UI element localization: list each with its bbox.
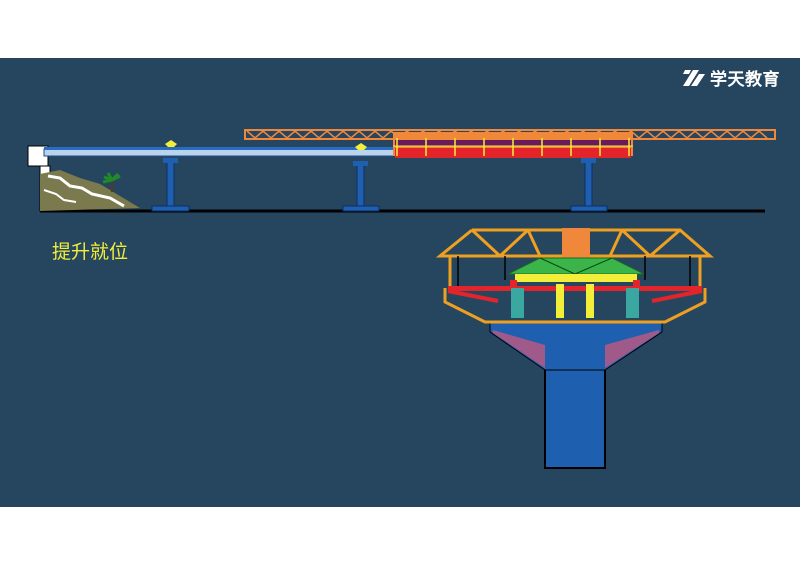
step-caption: 提升就位 [52, 241, 129, 263]
hanger-rods [457, 256, 691, 290]
box-girder-segment [507, 257, 645, 282]
bearing-1 [165, 140, 177, 147]
brand-name: 学天教育 [710, 69, 780, 90]
bridge-construction-scene [27, 129, 776, 469]
bearing-2 [355, 143, 367, 150]
pier-3 [570, 158, 608, 212]
cross-section-truss [435, 228, 715, 324]
elevation-view [27, 129, 776, 213]
launching-truss [244, 129, 776, 158]
brand-logo-mark-icon [683, 70, 705, 86]
abutment [27, 145, 140, 212]
cross-section-view [435, 228, 715, 469]
pier-2 [342, 161, 380, 212]
truss-center-block [562, 228, 590, 258]
pier-1 [151, 158, 190, 212]
girder-top-flange [44, 147, 394, 150]
support-legs [510, 280, 640, 318]
tree-icon [102, 172, 121, 192]
erected-girder [43, 148, 395, 157]
red-cross-beam [448, 286, 702, 291]
brand-logo: 学天教育 [683, 66, 780, 90]
